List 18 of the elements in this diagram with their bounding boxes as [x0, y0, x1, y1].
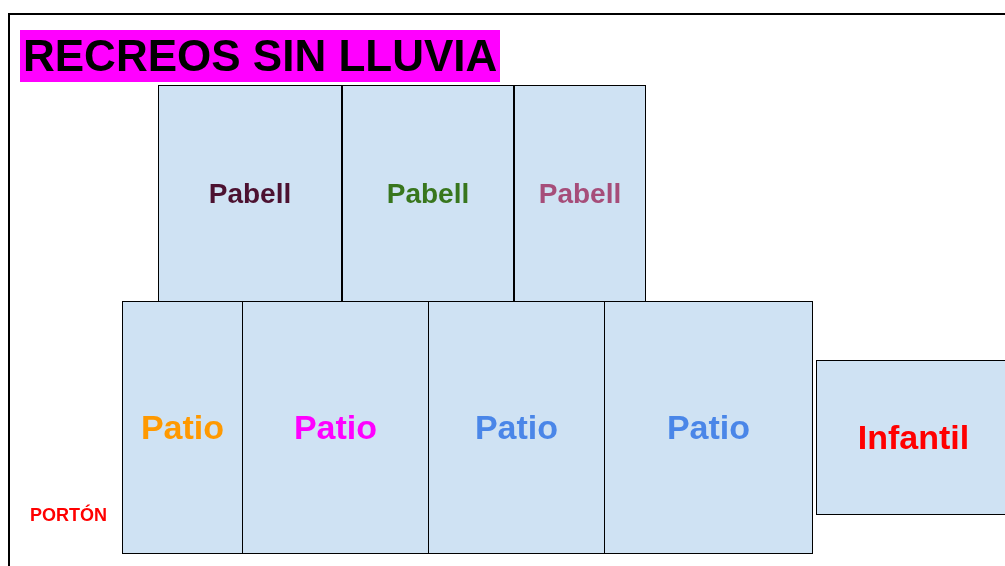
room-label: Patio: [474, 408, 559, 447]
room-label: Pabell: [386, 177, 470, 210]
room-area: [158, 85, 342, 302]
room-area: [514, 85, 646, 302]
room-label: Infantil: [857, 418, 970, 457]
room-label: Patio: [666, 408, 751, 447]
room-label: Pabell: [538, 177, 622, 210]
room-label: Patio: [293, 408, 378, 447]
room-label: Patio: [140, 408, 225, 447]
gate-label: PORTÓN: [30, 505, 107, 526]
room-label: Pabell: [208, 177, 292, 210]
room-area: [604, 301, 813, 554]
room-area: [242, 301, 429, 554]
room-area: [122, 301, 243, 554]
room-area: [816, 360, 1005, 515]
room-area: [342, 85, 514, 302]
title: RECREOS SIN LLUVIA: [20, 30, 501, 82]
room-area: [428, 301, 605, 554]
